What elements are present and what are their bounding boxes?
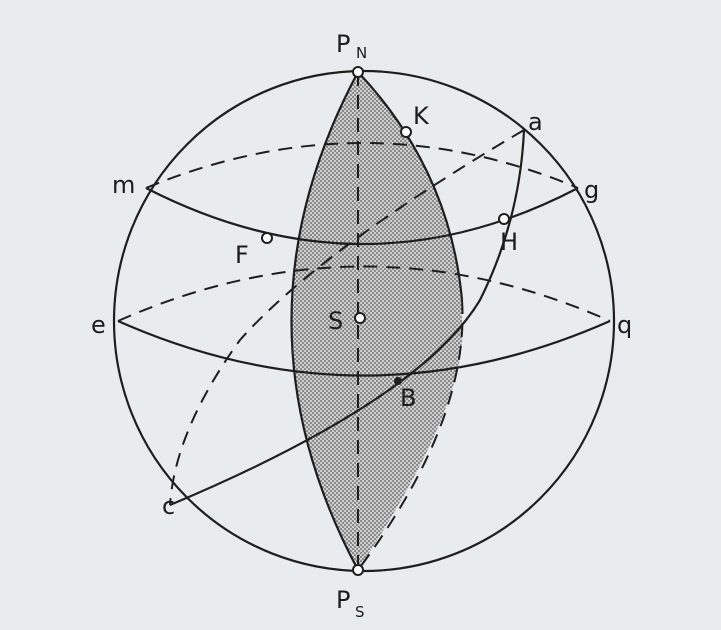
label-q: q bbox=[617, 311, 632, 339]
label-south-pole: P bbox=[336, 586, 350, 614]
label-S: S bbox=[328, 307, 343, 335]
label-m: m bbox=[112, 171, 135, 199]
meridian-left bbox=[290, 71, 359, 571]
sphere-outline bbox=[112, 69, 616, 573]
label-c: c bbox=[162, 492, 175, 520]
meridian-right-solid bbox=[357, 71, 464, 301]
point-B bbox=[394, 377, 402, 385]
point-K bbox=[400, 126, 412, 138]
label-H: H bbox=[500, 228, 518, 256]
great-circle-ac-back bbox=[169, 129, 525, 506]
label-B: B bbox=[400, 384, 416, 412]
point-H bbox=[498, 213, 510, 225]
equator-back bbox=[117, 265, 611, 322]
label-e: e bbox=[91, 311, 106, 339]
label-south-pole-sub: S bbox=[355, 603, 365, 621]
great-circle-ac-front bbox=[169, 129, 526, 507]
equator-front bbox=[117, 319, 611, 377]
label-K: K bbox=[413, 102, 430, 130]
label-a: a bbox=[528, 108, 543, 136]
point-north-pole bbox=[352, 66, 364, 78]
point-F bbox=[261, 232, 273, 244]
shaded-lune bbox=[291, 72, 463, 570]
label-g: g bbox=[584, 176, 599, 204]
point-S-center bbox=[354, 312, 366, 324]
label-north-pole: P bbox=[336, 30, 350, 58]
label-north-pole-sub: N bbox=[356, 44, 367, 62]
label-F: F bbox=[235, 241, 249, 269]
parallel-back bbox=[145, 142, 579, 189]
point-south-pole bbox=[352, 564, 364, 576]
parallel-front bbox=[145, 187, 579, 246]
meridian-right-dashed bbox=[357, 299, 464, 571]
